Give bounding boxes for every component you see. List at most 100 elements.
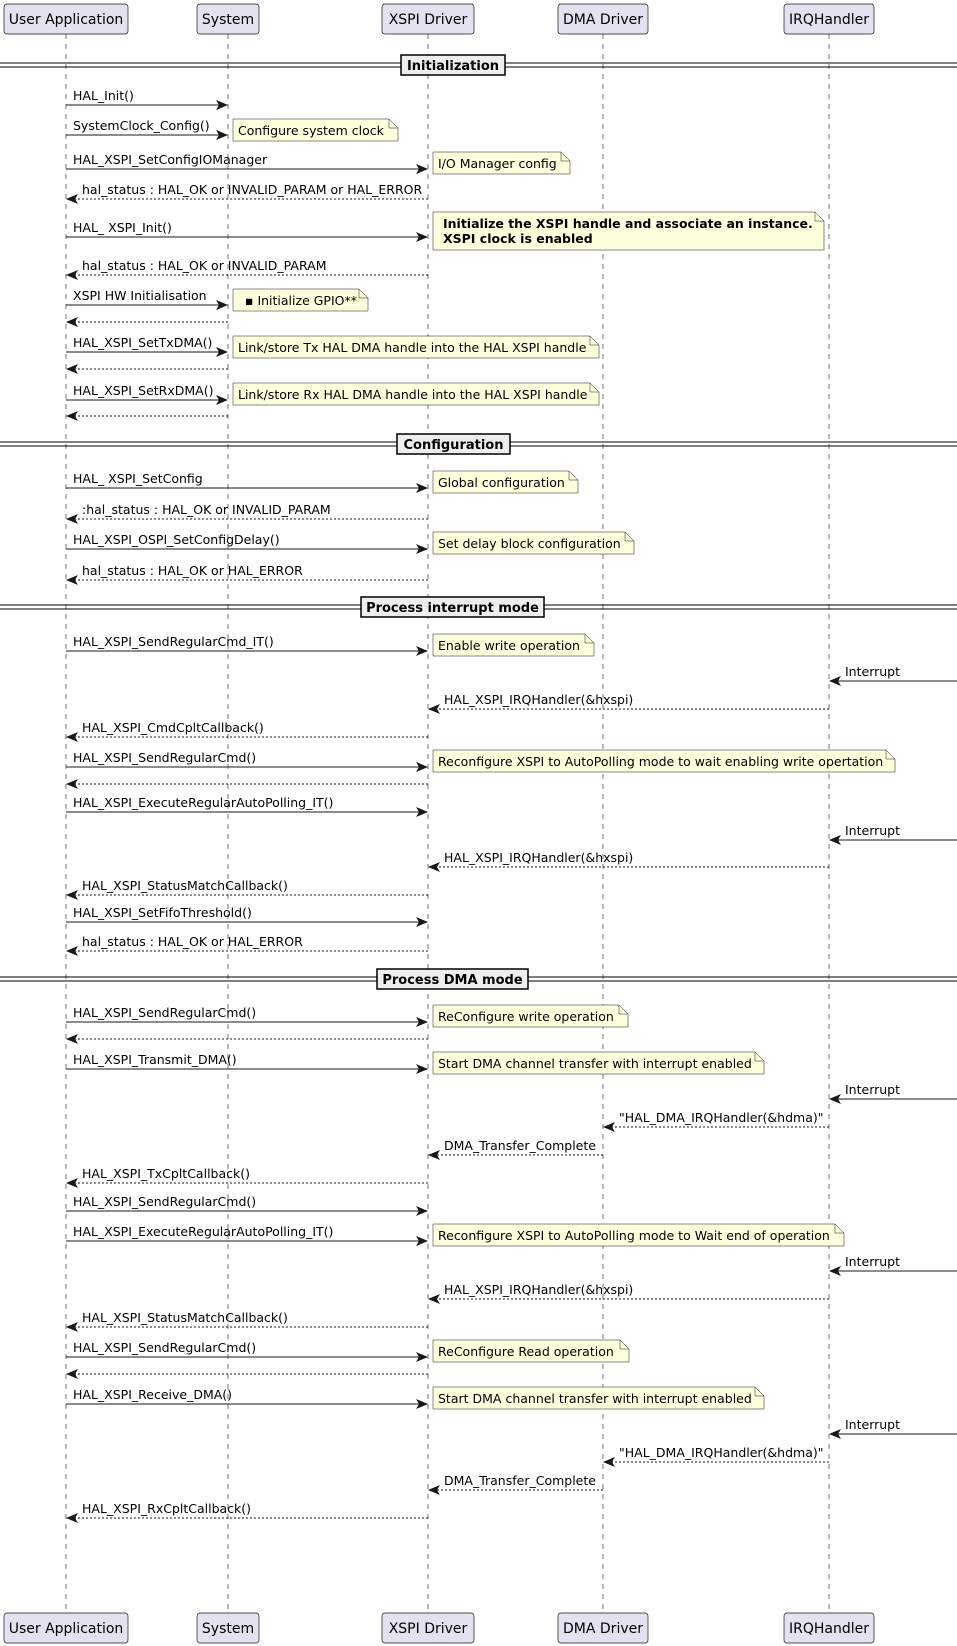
- note-text: I/O Manager config: [438, 156, 557, 171]
- participant-xspi-driver-top: XSPI Driver: [381, 3, 475, 35]
- message-label: SystemClock_Config(): [73, 118, 210, 133]
- note-text: Reconfigure XSPI to AutoPolling mode to …: [438, 1228, 830, 1243]
- participant-system-top: System: [196, 3, 260, 35]
- note-text: Link/store Rx HAL DMA handle into the HA…: [238, 387, 588, 402]
- message-arrow: Interrupt: [829, 823, 957, 845]
- participant-label: DMA Driver: [563, 1621, 643, 1637]
- message-label: DMA_Transfer_Complete: [444, 1138, 596, 1153]
- participant-user-application-top: User Application: [3, 3, 129, 35]
- participant-label: IRQHandler: [789, 12, 869, 28]
- message-label: "HAL_DMA_IRQHandler(&hdma)": [619, 1445, 824, 1460]
- participant-dma-driver-top: DMA Driver: [557, 3, 649, 35]
- message-label: HAL_ XSPI_Init(): [73, 220, 172, 235]
- note: Enable write operation: [432, 633, 595, 657]
- note-text: Reconfigure XSPI to AutoPolling mode to …: [438, 754, 883, 769]
- message-label: Interrupt: [845, 1082, 900, 1097]
- note: Reconfigure XSPI to AutoPolling mode to …: [432, 1223, 845, 1247]
- message-label: HAL_XSPI_SendRegularCmd(): [73, 750, 256, 765]
- message-label: hal_status : HAL_OK or HAL_ERROR: [82, 934, 303, 949]
- participant-user-application-bottom: User Application: [3, 1612, 129, 1644]
- message-arrow: Interrupt: [829, 664, 957, 686]
- message-label: HAL_XSPI_SetConfigIOManager: [73, 152, 268, 167]
- message-arrow: HAL_XSPI_SetTxDMA(): [66, 335, 228, 357]
- message-arrow: HAL_XSPI_CmdCpltCallback(): [66, 720, 428, 742]
- participant-label: XSPI Driver: [389, 1621, 468, 1637]
- message-arrow: HAL_XSPI_IRQHandler(&hxspi): [428, 1282, 829, 1304]
- participant-label: System: [202, 1621, 254, 1637]
- message-arrow: HAL_XSPI_TxCpltCallback(): [66, 1166, 428, 1188]
- note-text: Set delay block configuration: [438, 536, 621, 551]
- divider-initialization: Initialization: [0, 54, 957, 76]
- note: Link/store Tx HAL DMA handle into the HA…: [232, 335, 600, 359]
- message-arrow: hal_status : HAL_OK or INVALID_PARAM: [66, 258, 428, 280]
- message-arrow: :hal_status : HAL_OK or INVALID_PARAM: [66, 502, 428, 524]
- message-arrow: HAL_XSPI_SetFifoThreshold(): [66, 905, 428, 927]
- message-arrow: HAL_XSPI_OSPI_SetConfigDelay(): [66, 532, 428, 554]
- message-arrow: "HAL_DMA_IRQHandler(&hdma)": [603, 1445, 829, 1467]
- message-arrow: Interrupt: [829, 1082, 957, 1104]
- message-label: Interrupt: [845, 823, 900, 838]
- message-arrow: HAL_XSPI_Receive_DMA(): [66, 1387, 428, 1409]
- note-text: ReConfigure write operation: [438, 1009, 614, 1024]
- note-text: Configure system clock: [238, 123, 385, 138]
- divider-process-dma-mode: Process DMA mode: [0, 968, 957, 990]
- note: Set delay block configuration: [432, 531, 635, 555]
- message-arrow: HAL_XSPI_SendRegularCmd(): [66, 1340, 428, 1362]
- message-label: HAL_Init(): [73, 88, 134, 103]
- participant-label: XSPI Driver: [389, 12, 468, 28]
- divider-configuration: Configuration: [0, 433, 957, 455]
- message-arrow: HAL_XSPI_ExecuteRegularAutoPolling_IT(): [66, 1224, 428, 1246]
- note: Initialize the XSPI handle and associate…: [432, 211, 825, 251]
- participant-label: DMA Driver: [563, 12, 643, 28]
- divider-label: Process interrupt mode: [366, 601, 539, 616]
- note: Global configuration: [432, 470, 579, 494]
- message-label: Interrupt: [845, 1254, 900, 1269]
- message-label: hal_status : HAL_OK or INVALID_PARAM: [82, 258, 326, 273]
- message-label: HAL_XSPI_SendRegularCmd_IT(): [73, 634, 274, 649]
- note-text: Start DMA channel transfer with interrup…: [438, 1391, 752, 1406]
- divider-label: Initialization: [407, 59, 499, 74]
- message-label: "HAL_DMA_IRQHandler(&hdma)": [619, 1110, 824, 1125]
- divider-label: Configuration: [404, 438, 504, 453]
- message-label: HAL_XSPI_SetTxDMA(): [73, 335, 212, 350]
- participant-label: IRQHandler: [789, 1621, 869, 1637]
- message-arrow: HAL_XSPI_SendRegularCmd(): [66, 1005, 428, 1027]
- messages: HAL_Init() SystemClock_Config() HAL_XSPI_S…: [66, 88, 957, 1523]
- participant-label: User Application: [9, 1621, 124, 1637]
- message-label: HAL_XSPI_SendRegularCmd(): [73, 1194, 256, 1209]
- message-arrow: HAL_XSPI_IRQHandler(&hxspi): [428, 692, 829, 714]
- message-label: HAL_XSPI_TxCpltCallback(): [82, 1166, 250, 1181]
- participant-system-bottom: System: [196, 1612, 260, 1644]
- message-label: hal_status : HAL_OK or HAL_ERROR: [82, 563, 303, 578]
- message-arrow: HAL_XSPI_RxCpltCallback(): [66, 1501, 428, 1523]
- note: Start DMA channel transfer with interrup…: [432, 1051, 765, 1075]
- message-arrow: HAL_XSPI_IRQHandler(&hxspi): [428, 850, 829, 872]
- message-arrow: "HAL_DMA_IRQHandler(&hdma)": [603, 1110, 829, 1132]
- message-arrow: HAL_XSPI_SetConfigIOManager: [66, 152, 428, 174]
- message-label: HAL_XSPI_StatusMatchCallback(): [82, 878, 288, 893]
- message-label: HAL_XSPI_SendRegularCmd(): [73, 1005, 256, 1020]
- message-label: HAL_XSPI_RxCpltCallback(): [82, 1501, 251, 1516]
- message-arrow: XSPI HW Initialisation: [66, 288, 228, 310]
- participant-xspi-driver-bottom: XSPI Driver: [381, 1612, 475, 1644]
- message-label: HAL_XSPI_Receive_DMA(): [73, 1387, 232, 1402]
- message-label: HAL_XSPI_SetRxDMA(): [73, 383, 213, 398]
- message-label: HAL_XSPI_Transmit_DMA(): [73, 1052, 237, 1067]
- message-arrow: Interrupt: [829, 1417, 957, 1439]
- message-label: HAL_XSPI_CmdCpltCallback(): [82, 720, 264, 735]
- note: ▪ Initialize GPIO**: [232, 288, 369, 312]
- note: Start DMA channel transfer with interrup…: [432, 1386, 765, 1410]
- message-arrow: SystemClock_Config(): [66, 118, 228, 140]
- message-label: Interrupt: [845, 664, 900, 679]
- participant-irqhandler-bottom: IRQHandler: [783, 1612, 875, 1644]
- message-label: Interrupt: [845, 1417, 900, 1432]
- note: ReConfigure Read operation: [432, 1339, 630, 1363]
- message-label: HAL_ XSPI_SetConfig: [73, 471, 203, 486]
- divider-process-interrupt-mode: Process interrupt mode: [0, 596, 957, 618]
- message-label: XSPI HW Initialisation: [73, 288, 207, 303]
- divider-label: Process DMA mode: [382, 973, 522, 988]
- participant-dma-driver-bottom: DMA Driver: [557, 1612, 649, 1644]
- message-label: HAL_XSPI_SendRegularCmd(): [73, 1340, 256, 1355]
